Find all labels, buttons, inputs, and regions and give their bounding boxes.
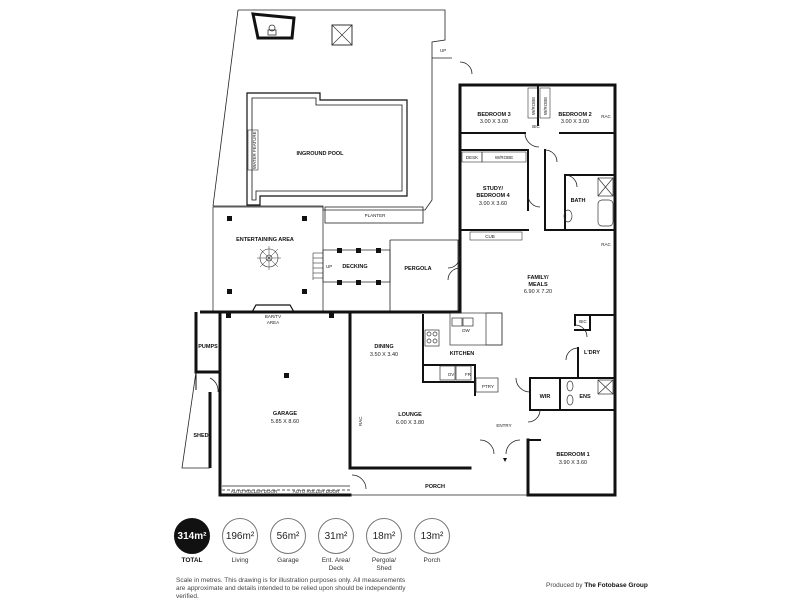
stat-total-value: 314m² bbox=[174, 518, 210, 554]
garage-area bbox=[222, 313, 350, 491]
stat-total-label: TOTAL bbox=[181, 557, 203, 564]
wrobe-v1: W/ROBE bbox=[531, 97, 536, 115]
bedroom3-dim: 3.00 X 3.00 bbox=[480, 119, 508, 125]
wrobe-v2: W/ROBE bbox=[543, 97, 548, 115]
bedroom1-dim: 3.90 X 3.60 bbox=[559, 460, 587, 466]
stat-porch-value: 13m² bbox=[414, 518, 450, 554]
entry-label: ENTRY bbox=[496, 423, 511, 428]
bedroom3-label: BEDROOM 3 bbox=[477, 112, 510, 118]
bic-label-2: BIC bbox=[579, 319, 587, 324]
lounge-dim: 6.00 X 3.80 bbox=[396, 420, 424, 426]
credit-prefix: Produced by bbox=[546, 582, 583, 589]
wir-label: WIR bbox=[540, 394, 551, 400]
bic-label: BIC bbox=[532, 124, 540, 129]
up-label-1: UP bbox=[440, 48, 446, 53]
ens-label: ENS bbox=[579, 394, 591, 400]
producer-credit: Produced by The Fotobase Group bbox=[546, 582, 648, 589]
desk-label: DESK bbox=[466, 155, 478, 160]
entertaining-area bbox=[212, 206, 324, 313]
stat-garage-label: Garage bbox=[277, 557, 299, 564]
porch-label: PORCH bbox=[425, 484, 445, 490]
ldry-label: L'DRY bbox=[584, 350, 600, 356]
stat-ent-area: 31m² Ent. Area/ Deck bbox=[316, 518, 356, 572]
stat-pergola: 18m² Pergola/ Shed bbox=[364, 518, 404, 572]
garage-dim: 5.85 X 8.60 bbox=[271, 419, 299, 425]
stat-pergola-label: Pergola/ Shed bbox=[371, 557, 397, 572]
credit-name: The Fotobase Group bbox=[584, 582, 648, 589]
rac-label-1: RAC bbox=[601, 114, 611, 119]
entertaining-label: ENTERTAINING AREA bbox=[236, 237, 294, 243]
up-label-2: UP bbox=[326, 264, 332, 269]
area-stats: 314m² TOTAL 196m² Living 56m² Garage 31m… bbox=[172, 518, 462, 578]
auto-door-2: AUTO ROLLER DOOR bbox=[293, 489, 340, 494]
pool bbox=[246, 92, 408, 206]
dw-label: DW bbox=[462, 328, 470, 333]
rac-label-2: RAC bbox=[601, 242, 611, 247]
study-wardrobe bbox=[481, 151, 527, 163]
decking-area bbox=[312, 248, 391, 285]
dining-label: DINING bbox=[374, 344, 393, 350]
stat-living: 196m² Living bbox=[220, 518, 260, 565]
house-walls bbox=[218, 83, 617, 497]
lounge-label: LOUNGE bbox=[398, 412, 422, 418]
family-label-2: MEALS bbox=[528, 282, 548, 288]
side-sheds bbox=[181, 310, 220, 469]
family-dim: 6.90 X 7.20 bbox=[524, 289, 552, 295]
stat-garage-value: 56m² bbox=[270, 518, 306, 554]
decking-label: DECKING bbox=[342, 264, 367, 270]
study-label-2: BEDROOM 4 bbox=[476, 193, 510, 199]
bar-label-1: BAR/TV bbox=[265, 314, 281, 319]
garage-label: GARAGE bbox=[273, 411, 297, 417]
bath-label: BATH bbox=[571, 198, 586, 204]
bedroom2-dim: 3.00 X 3.00 bbox=[561, 119, 589, 125]
kitchen-label: KITCHEN bbox=[450, 351, 474, 357]
pool-hut bbox=[251, 12, 296, 40]
stat-living-value: 196m² bbox=[222, 518, 258, 554]
bar-counter bbox=[251, 304, 295, 313]
dining-dim: 3.50 X 3.40 bbox=[370, 352, 398, 358]
pergola-outline bbox=[389, 239, 459, 313]
wardrobe-bed2 bbox=[539, 87, 551, 119]
skylight-box bbox=[331, 24, 353, 46]
study-dim: 3.00 X 3.60 bbox=[479, 201, 507, 207]
stat-garage: 56m² Garage bbox=[268, 518, 308, 565]
entry-arrow bbox=[503, 458, 507, 462]
stat-total: 314m² TOTAL bbox=[172, 518, 212, 565]
stat-ent-area-value: 31m² bbox=[318, 518, 354, 554]
bedroom2-label: BEDROOM 2 bbox=[558, 112, 591, 118]
family-label-1: FAMILY/ bbox=[527, 275, 549, 281]
stat-living-label: Living bbox=[231, 557, 249, 564]
study-wrobe-label: W/ROBE bbox=[495, 155, 513, 160]
auto-door-1: AUTO ROLLER DOOR bbox=[231, 489, 278, 494]
planter-label: PLANTER bbox=[365, 213, 387, 218]
planter bbox=[324, 206, 424, 224]
bath-fixtures bbox=[563, 177, 614, 227]
bedroom1-label: BEDROOM 1 bbox=[556, 452, 589, 458]
pergola-label: PERGOLA bbox=[404, 266, 431, 272]
fr-label: FR bbox=[465, 372, 472, 377]
shed-label: SHED bbox=[193, 433, 208, 439]
stat-porch-label: Porch bbox=[423, 557, 441, 564]
bar-label-2: AREA bbox=[267, 320, 279, 325]
ov-label: OV bbox=[448, 372, 455, 377]
stat-ent-area-label: Ent. Area/ Deck bbox=[321, 557, 351, 572]
stat-pergola-value: 18m² bbox=[366, 518, 402, 554]
wardrobe-bed3 bbox=[527, 87, 539, 119]
disclaimer-note: Scale in metres. This drawing is for ill… bbox=[176, 577, 406, 600]
doors bbox=[209, 61, 588, 490]
cub-label: CUB bbox=[485, 234, 495, 239]
pumps-label: PUMPS bbox=[198, 344, 218, 350]
kitchen-fixtures bbox=[424, 312, 503, 393]
pool-label: INGROUND POOL bbox=[296, 151, 344, 157]
floor-plan: UP INGROUND POOL WATER FEATURE PLANTER E… bbox=[181, 9, 617, 497]
ptry-label: PTRY bbox=[482, 384, 494, 389]
rac-label-3: RAC bbox=[358, 416, 363, 426]
cupboard bbox=[469, 231, 523, 241]
ldry-fixtures bbox=[566, 379, 614, 406]
stat-porch: 13m² Porch bbox=[412, 518, 452, 565]
study-label-1: STUDY/ bbox=[483, 186, 504, 192]
water-feature-label: WATER FEATURE bbox=[252, 131, 257, 169]
